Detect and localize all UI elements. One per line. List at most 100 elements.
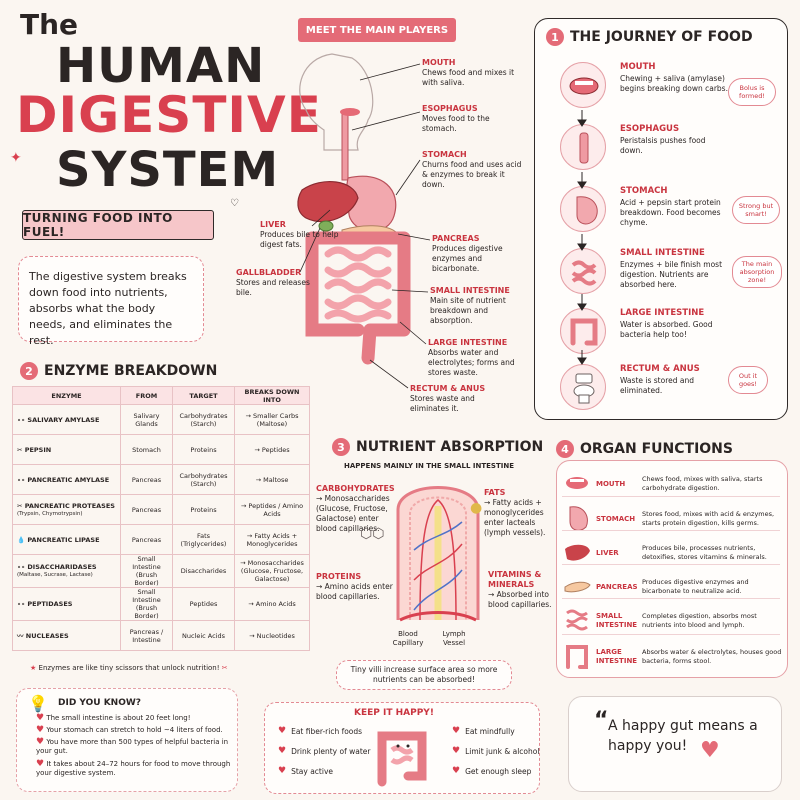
small-intestine-shape bbox=[324, 246, 392, 323]
table-row: ✂ PEPSIN Stomach Proteins → Peptides bbox=[12, 434, 310, 465]
table-row: ∘∘ DISACCHARIDASES(Maltase, Sucrase, Lac… bbox=[12, 554, 310, 588]
section-number: 3 bbox=[332, 438, 350, 456]
heart-icon: ♥ bbox=[278, 726, 287, 736]
section-number: 2 bbox=[20, 362, 38, 380]
heart-icon: ♥ bbox=[452, 746, 461, 756]
liver-icon bbox=[562, 535, 592, 569]
fact-item: ♥ Your stomach can stretch to hold ~4 li… bbox=[36, 725, 223, 735]
bubble-bolus: Bolus is formed! bbox=[728, 78, 776, 106]
molecules-icon: ⬡⬡ bbox=[360, 526, 385, 542]
drop-icon: 💧 bbox=[17, 535, 26, 544]
pointer-lines bbox=[299, 63, 431, 389]
heart-icon: ♥ bbox=[278, 746, 287, 756]
heart-icon: ♥ bbox=[452, 726, 461, 736]
organ-row-pancreas: PANCREAS Produces digestive enzymes and … bbox=[562, 564, 780, 608]
organ-row-liver: LIVER Produces bile, processes nutrients… bbox=[562, 530, 780, 574]
esophagus-icon bbox=[560, 124, 606, 170]
table-row: 💧 PANCREATIC LIPASE Pancreas Fats (Trigl… bbox=[12, 524, 310, 555]
villi-note: Tiny villi increase surface area so more… bbox=[336, 660, 512, 690]
fact-item: ♥ You have more than 500 types of helpfu… bbox=[36, 737, 229, 756]
heart-icon: ♥ bbox=[36, 759, 45, 769]
column-header: FROM bbox=[120, 386, 173, 405]
head-outline bbox=[299, 53, 374, 151]
journey-arrows bbox=[577, 110, 587, 365]
fact-item: ♥ It takes about 24–72 hours for food to… bbox=[36, 759, 231, 778]
table-row: ✂ PANCREATIC PROTEASES(Trypsin, Chymotry… bbox=[12, 494, 310, 525]
keep-happy-heading: KEEP IT HAPPY! bbox=[354, 708, 434, 718]
column-header: ENZYME bbox=[12, 386, 121, 405]
heart-icon: ♥ bbox=[36, 713, 45, 723]
villus-illustration bbox=[396, 486, 480, 622]
title-human: HUMAN bbox=[56, 38, 266, 94]
table-row: ∘∘ SALIVARY AMYLASE Salivary Glands Carb… bbox=[12, 404, 310, 435]
lymph-vessel-label: Lymph Vessel bbox=[442, 630, 466, 647]
dots-icon: ∘∘ bbox=[17, 563, 26, 571]
dots-icon: ∘∘ bbox=[17, 475, 26, 484]
absorption-subheading: HAPPENS MAINLY IN THE SMALL INTESTINE bbox=[344, 462, 514, 470]
section-number: 4 bbox=[556, 440, 574, 458]
column-header: BREAKS DOWN INTO bbox=[234, 386, 310, 405]
table-header-row: ENZYME FROM TARGET BREAKS DOWN INTO bbox=[12, 386, 310, 405]
table-row: 〰 NUCLEASES Pancreas / Intestine Nucleic… bbox=[12, 620, 310, 651]
journey-heading: 1 THE JOURNEY OF FOOD bbox=[546, 28, 753, 46]
title-system: SYSTEM bbox=[56, 142, 280, 198]
stomach-icon bbox=[560, 186, 606, 232]
gallbladder-shape bbox=[318, 220, 334, 232]
players-banner: MEET THE MAIN PLAYERS bbox=[298, 18, 456, 42]
fact-item: ♥ The small intestine is about 20 feet l… bbox=[36, 713, 191, 723]
table-row: ∘∘ PEPTIDASES Small Intestine (Brush Bor… bbox=[12, 587, 310, 621]
large-intestine-icon bbox=[560, 308, 606, 354]
stomach-icon bbox=[562, 501, 592, 535]
toilet-icon bbox=[560, 364, 606, 410]
organ-row-small-intestine: SMALL INTESTINE Completes digestion, abs… bbox=[562, 598, 780, 642]
large-intestine-shape bbox=[305, 231, 411, 365]
enzyme-note: ★ Enzymes are like tiny scissors that un… bbox=[30, 664, 228, 672]
star-icon: ★ bbox=[30, 664, 37, 672]
tip-item: ♥Get enough sleep bbox=[452, 766, 532, 776]
happy-intestine-icon bbox=[377, 731, 427, 787]
section-number: 1 bbox=[546, 28, 564, 46]
small-intestine-icon bbox=[562, 603, 592, 637]
tip-item: ♥Drink plenty of water bbox=[278, 746, 371, 756]
title-ribbon: TURNING FOOD INTO FUEL! bbox=[22, 210, 214, 240]
bubble-absorption: The main absorption zone! bbox=[732, 256, 782, 288]
scissors-icon: ✂ bbox=[221, 664, 228, 672]
large-intestine-icon bbox=[562, 639, 592, 673]
table-row: ∘∘ PANCREATIC AMYLASE Pancreas Carbohydr… bbox=[12, 464, 310, 495]
blood-capillaries bbox=[399, 499, 477, 622]
organ-row-stomach: STOMACH Stores food, mixes with acid & e… bbox=[562, 496, 780, 540]
mouth-icon bbox=[560, 62, 606, 108]
quote-card bbox=[568, 696, 782, 792]
bubble-strong: Strong but smart! bbox=[732, 196, 780, 224]
tip-item: ♥Stay active bbox=[278, 766, 333, 776]
liver-shape bbox=[297, 181, 359, 223]
absorption-proteins: PROTEINS→ Amino acids enter blood capill… bbox=[316, 572, 393, 601]
wave-icon: 〰 bbox=[17, 631, 24, 640]
digestive-system-illustration bbox=[297, 53, 411, 365]
heart-icon: ♥ bbox=[278, 766, 287, 776]
blood-capillary-label: Blood Capillary bbox=[392, 630, 424, 647]
sparkle-icon: ✦ bbox=[10, 150, 22, 166]
title-the: The bbox=[20, 8, 79, 41]
intro-text: The digestive system breaks down food in… bbox=[29, 270, 187, 347]
heart-icon: ♥ bbox=[452, 766, 461, 776]
did-you-know-heading: DID YOU KNOW? bbox=[58, 698, 142, 708]
mouth-shape bbox=[340, 108, 360, 116]
column-header: TARGET bbox=[172, 386, 235, 405]
fat-drop-icon: ● bbox=[470, 500, 483, 516]
heart-icon: ♡ bbox=[230, 198, 239, 209]
title-digestive: DIGESTIVE bbox=[16, 86, 322, 144]
quote-text: A happy gut means a happy you! bbox=[608, 718, 758, 754]
enzyme-heading: 2 ENZYME BREAKDOWN bbox=[20, 362, 217, 380]
organ-row-mouth: MOUTH Chews food, mixes with saliva, sta… bbox=[562, 462, 780, 506]
bubble-out: Out it goes! bbox=[728, 366, 768, 394]
